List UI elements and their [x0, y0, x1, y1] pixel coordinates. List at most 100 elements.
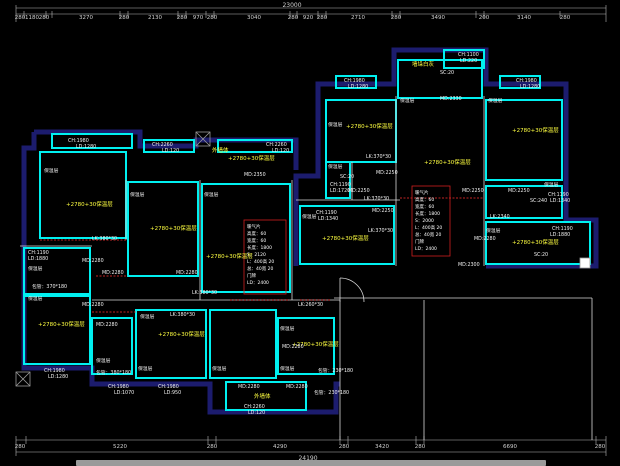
ch-label: CH:1980 — [344, 78, 365, 84]
note-box-right-text: 暖气片 高度：60 宽度：60 长度：1800 S：2000 L：400高 20… — [415, 189, 442, 252]
insulation-label: 保温层 — [280, 365, 295, 372]
insulation-label: 保温层 — [140, 313, 155, 320]
insulation-label: 保温层 — [544, 181, 559, 188]
insulation-label: 保温层 — [130, 191, 145, 198]
insulation-label: 保温层 — [400, 97, 415, 104]
md-label: MD:2280 — [96, 322, 118, 328]
note-line: 长度：1800 — [247, 244, 272, 251]
lk-label: LK:260*30 — [298, 302, 323, 308]
ld-label: LD:1070 — [114, 390, 134, 396]
room-label: +2780+30保温层 — [150, 224, 197, 232]
bottom-seg-label: 280 — [207, 444, 218, 450]
room-label: +2780+30保温层 — [292, 340, 339, 348]
yellow-labels: +2780+30保温层 +2780+30保温层 +2780+30保温层 +278… — [38, 60, 559, 400]
ch-label: CH:1190 — [28, 250, 49, 256]
room-label: +2780+30保温层 — [228, 154, 275, 162]
room-label: +2780+30保温层 — [206, 252, 253, 260]
ch-label: CH:1190 — [548, 192, 569, 198]
md-label: MD:2250 — [508, 188, 530, 194]
md-label: MD:2280 — [82, 258, 104, 264]
ch-label: CH:1980 — [108, 384, 129, 390]
inner-walls — [20, 96, 593, 440]
md-label: MD:2330 — [440, 96, 462, 102]
note-line: 门牌 — [415, 238, 424, 245]
note-box-right — [411, 185, 451, 257]
ld-label: LD:1280 — [520, 84, 540, 90]
lk-label: LK:370*30 — [368, 228, 393, 234]
lk-label: LK:380*30 — [92, 236, 117, 242]
bottom-total-dimension: 24190 — [298, 455, 317, 462]
bottom-seg-label: 280 — [15, 444, 26, 450]
ch-label: CH:1190 — [330, 182, 351, 188]
note-line: 长度：1800 — [415, 210, 440, 217]
bottom-dimension — [15, 436, 607, 456]
ch-label: CH:1190 — [552, 226, 573, 232]
note-box-left — [243, 219, 287, 295]
lk-label: LK:370*30 — [366, 154, 391, 160]
top-segment-labels: 280 1180 280 3270 280 2130 280 970 280 3… — [15, 15, 571, 21]
top-seg-label: 920 — [303, 15, 314, 21]
room-label: 墙垛白灰 — [412, 60, 435, 68]
top-seg-label: 200 — [479, 15, 490, 21]
note-line: 高度：60 — [247, 230, 266, 237]
ch-label: CH:1980 — [44, 368, 65, 374]
md-label: MD:2350 — [244, 172, 266, 178]
insulation-outlines — [23, 49, 591, 411]
md-label: MD:2280 — [286, 384, 308, 390]
insulation-label: 保温层 — [212, 365, 227, 372]
md-label: MD:2280 — [238, 384, 260, 390]
top-seg-label: 280 — [15, 15, 26, 21]
md-label: MD:2280 — [282, 344, 304, 350]
note-line: 总：40宽 20 — [415, 231, 442, 238]
insulation-label: 保温层 — [302, 213, 317, 220]
md-label: MD:2250 — [462, 188, 484, 194]
note-line: 高度：60 — [415, 196, 434, 203]
ld-label: LD:1720 — [330, 188, 350, 194]
ld-label: LD:120 — [272, 148, 289, 154]
ld-label: LD:120 — [248, 410, 265, 416]
room-label: 外墙体 — [212, 146, 229, 154]
lk-label: LK:380*30 — [170, 312, 195, 318]
sc-label: SC:20 — [534, 252, 548, 258]
top-dimension — [15, 5, 607, 22]
md-label: MD:2280 — [82, 302, 104, 308]
note-line: L：400高 20 — [415, 224, 442, 231]
top-seg-label: 280 — [391, 15, 402, 21]
md-label: MD:2250 — [348, 188, 370, 194]
md-label: MD:2280 — [474, 236, 496, 242]
insulation-label: 保温层 — [28, 265, 43, 272]
bottom-seg-label: 3420 — [375, 444, 389, 450]
top-seg-label: 280 — [119, 15, 130, 21]
corner-markers — [15, 131, 591, 387]
ld-label: LD:220 — [460, 58, 477, 64]
walls — [21, 47, 599, 415]
top-seg-label: 970 — [193, 15, 204, 21]
ld-label: LD:950 — [164, 390, 181, 396]
insulation-label: 保温层 — [28, 295, 43, 302]
top-total-dimension: 23000 — [282, 2, 301, 9]
top-seg-label: 280 — [288, 15, 299, 21]
top-seg-label: 1180 — [25, 15, 39, 21]
top-seg-label: 2130 — [148, 15, 162, 21]
ld-label: LD:1880 — [550, 232, 570, 238]
ld-label: LD:1280 — [76, 144, 96, 150]
ch-label: CH:2260 — [152, 142, 173, 148]
room-label: +2780+30保温层 — [38, 320, 85, 328]
ld-label: LD:1280 — [48, 374, 68, 380]
note-line: S：2120 — [247, 252, 266, 258]
insulation-label: 保温层 — [328, 121, 343, 128]
room-label: +2780+30保温层 — [424, 158, 471, 166]
bottom-segment-labels: 280 5220 280 4290 280 3420 280 6690 280 — [15, 444, 606, 450]
opening-lines — [40, 197, 484, 313]
sc-label: SC:20 — [340, 174, 354, 180]
note-line: 暖气片 — [415, 189, 429, 196]
insulation-label: 保温层 — [488, 97, 503, 104]
sc-label: SC:20 — [440, 70, 454, 76]
horizontal-scrollbar[interactable] — [76, 460, 546, 466]
lk-label: LK:370*30 — [364, 196, 389, 202]
bottom-seg-label: 4290 — [273, 444, 287, 450]
bottom-seg-label: 280 — [339, 444, 350, 450]
note-line: LD：2400 — [415, 246, 437, 252]
lk-label: LK:2340 — [490, 214, 510, 220]
